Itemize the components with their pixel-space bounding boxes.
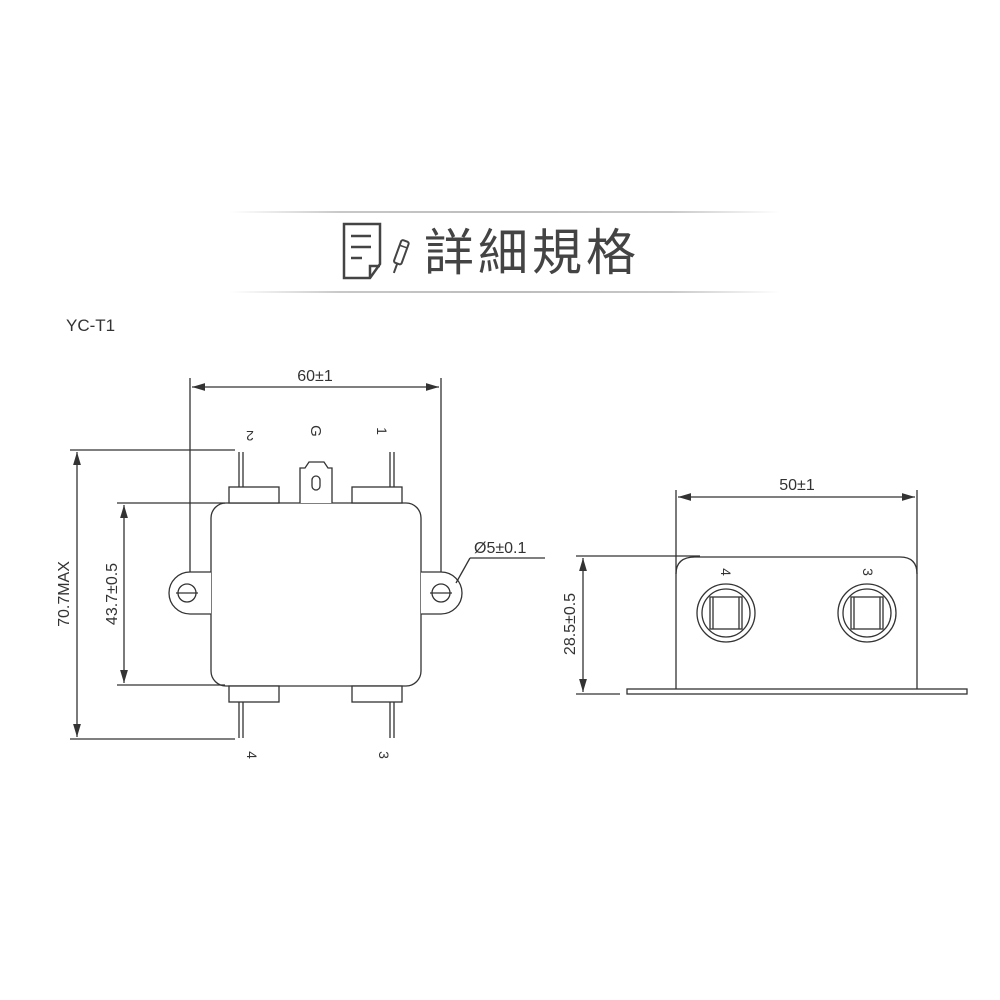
front-view bbox=[70, 378, 545, 740]
terminal-label-3: 3 bbox=[376, 751, 392, 759]
front-width-dim: 60±1 bbox=[297, 368, 333, 385]
spec-sheet-pen-icon bbox=[340, 220, 420, 287]
header: 詳細規格 bbox=[340, 222, 640, 284]
terminal-label-2: 2 bbox=[246, 428, 254, 444]
page-title: 詳細規格 bbox=[424, 224, 640, 282]
side-terminal-label-4: 4 bbox=[718, 568, 734, 576]
side-width-dim: 50±1 bbox=[779, 477, 815, 494]
body-height-dim: 43.7±0.5 bbox=[104, 563, 121, 625]
side-terminal-label-3: 3 bbox=[860, 568, 876, 576]
terminal-label-g: G bbox=[307, 425, 324, 437]
terminal-label-1: 1 bbox=[374, 427, 390, 435]
side-view bbox=[576, 490, 968, 695]
max-height-dim: 70.7MAX bbox=[56, 561, 73, 627]
hole-dim: Ø5±0.1 bbox=[474, 540, 526, 557]
side-height-dim: 28.5±0.5 bbox=[562, 593, 579, 655]
header-bottom-rule bbox=[230, 291, 780, 293]
model-label: YC-T1 bbox=[66, 316, 116, 335]
header-top-rule bbox=[230, 211, 780, 213]
terminal-label-4: 4 bbox=[244, 751, 260, 759]
